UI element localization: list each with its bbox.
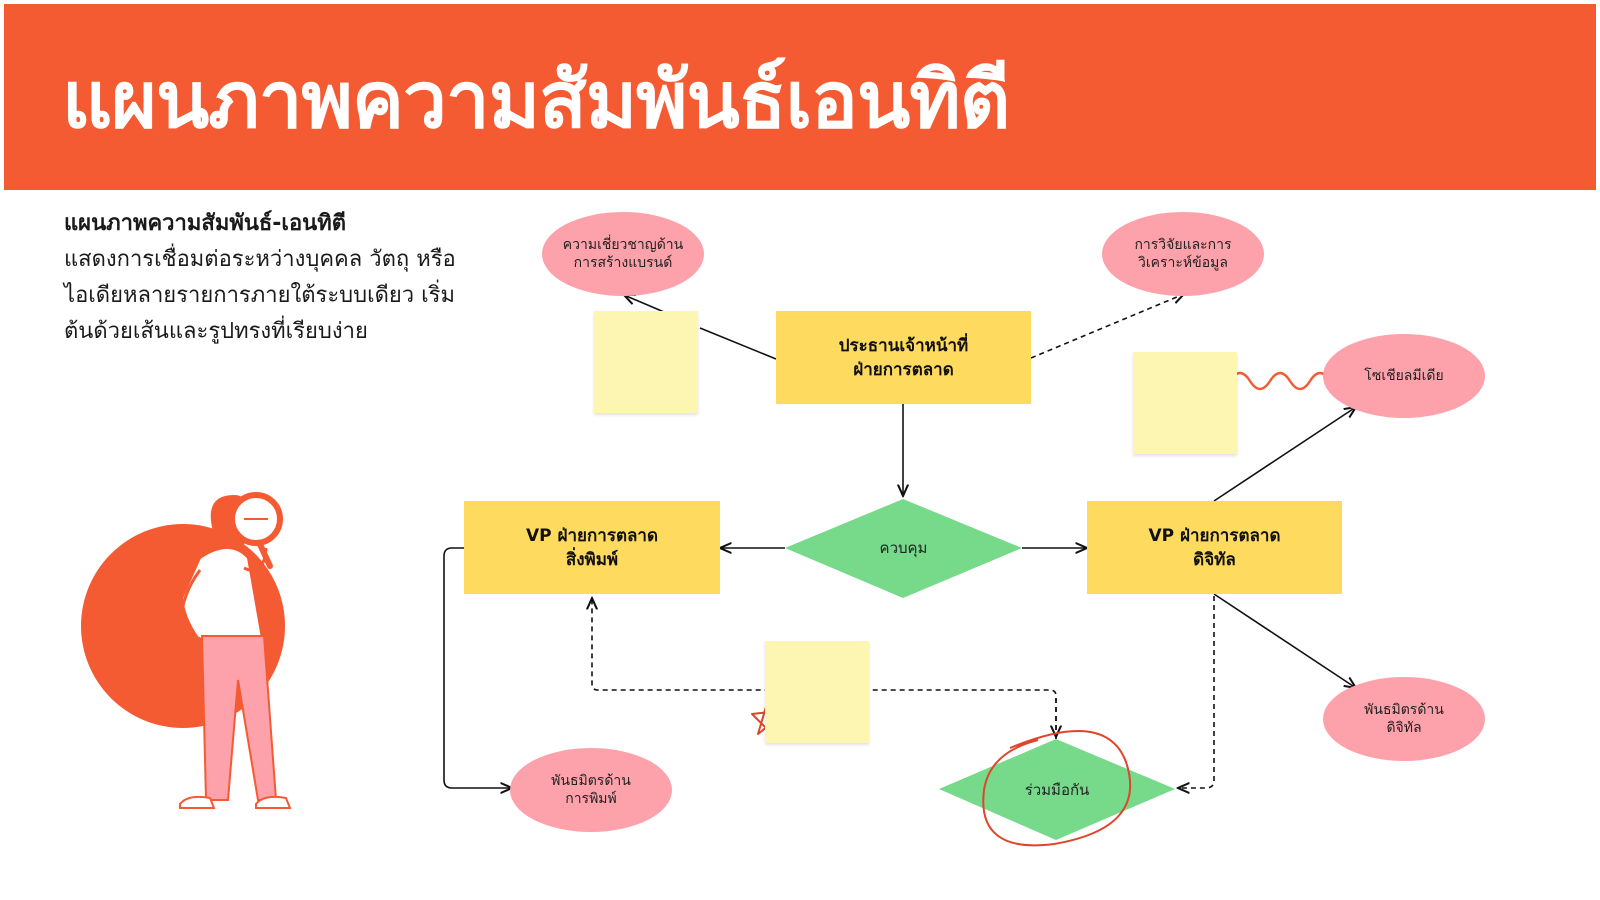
page-title: แผนภาพความสัมพันธ์เอนทิตี (62, 56, 1010, 146)
ceo-to-branding-line (699, 327, 777, 360)
attribute-print-partner[interactable]: พันธมิตรด้าน การพิมพ์ (510, 748, 672, 832)
circle-annotation (982, 730, 1132, 847)
attribute-digital-partner[interactable]: พันธมิตรด้าน ดิจิทัล (1323, 677, 1485, 761)
ceo-to-research-dashed-arrow (1030, 294, 1184, 359)
vp-digital-to-social-arrow (1213, 407, 1356, 502)
collaborate-to-vp-print-dashed-arrow (592, 598, 1057, 739)
intro-text: แผนภาพความสัมพันธ์-เอนทิตี แสดงการเชื่อม… (64, 206, 464, 350)
woman-magnifier-illustration (81, 492, 292, 809)
entity-vp-digital[interactable]: VP ฝ่ายการตลาด ดิจิทัล (1087, 501, 1342, 594)
entity-vp-print[interactable]: VP ฝ่ายการตลาด สิ่งพิมพ์ (464, 501, 720, 594)
sticky-note[interactable] (1133, 352, 1237, 454)
control-diamond[interactable] (785, 499, 1022, 598)
vp-digital-to-partner-arrow (1213, 593, 1356, 688)
intro-body: แสดงการเชื่อมต่อระหว่างบุคคล วัตถุ หรือไ… (64, 247, 456, 344)
collaborate-diamond[interactable] (939, 739, 1175, 840)
attribute-research[interactable]: การวิจัยและการ วิเคราะห์ข้อมูล (1102, 212, 1264, 296)
sticky-note[interactable] (765, 641, 869, 743)
control-label: ควบคุม (879, 539, 928, 557)
attribute-social[interactable]: โซเชียลมีเดีย (1323, 334, 1485, 418)
ceo-to-branding-arrow (624, 295, 665, 313)
entity-ceo[interactable]: ประธานเจ้าหน้าที่ ฝ่ายการตลาด (776, 311, 1031, 404)
intro-lead: แผนภาพความสัมพันธ์-เอนทิตี (64, 211, 346, 236)
vp-digital-to-collaborate-dashed-arrow (1178, 596, 1215, 788)
attribute-branding[interactable]: ความเชี่ยวชาญด้าน การสร้างแบรนด์ (542, 212, 704, 296)
vp-print-to-partner-arrow (443, 547, 512, 788)
title-banner: แผนภาพความสัมพันธ์เอนทิตี (4, 4, 1596, 190)
collaborate-label: ร่วมมือกัน (1024, 781, 1090, 799)
sticky-note[interactable] (594, 311, 698, 413)
